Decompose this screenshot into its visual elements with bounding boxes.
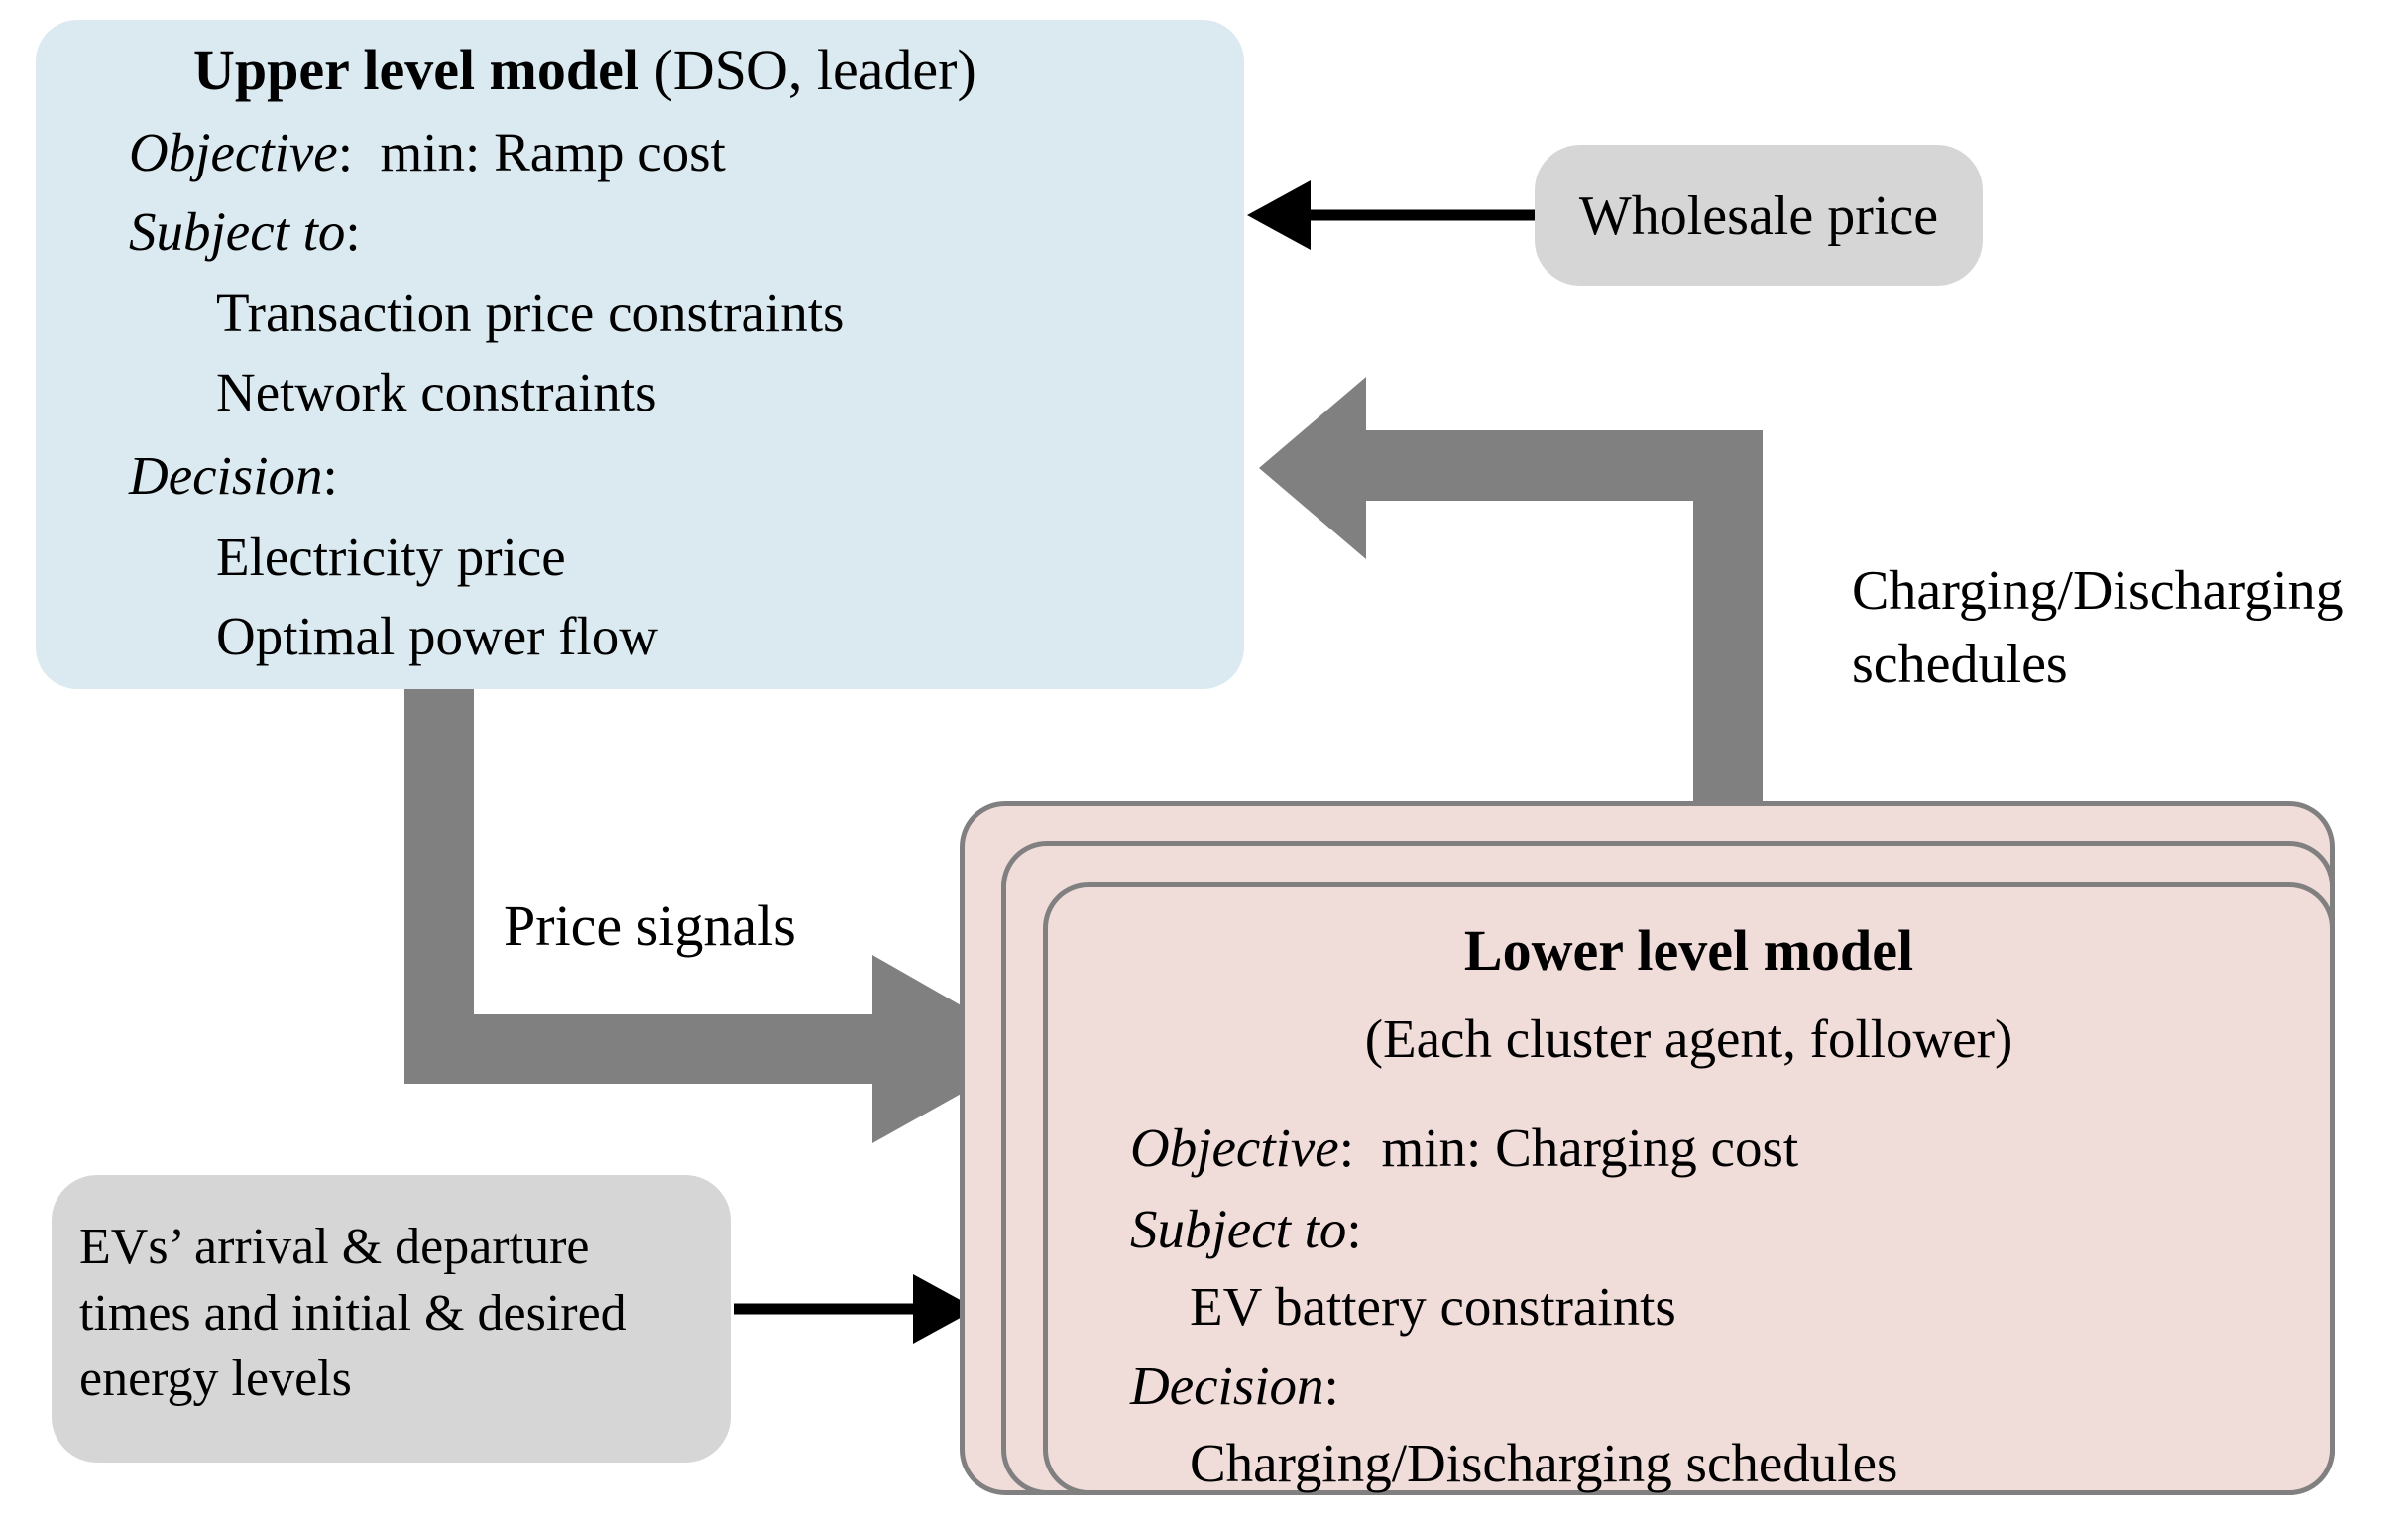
upper-decision-item: Electricity price xyxy=(216,527,566,587)
upper-level-title-rest: (DSO, leader) xyxy=(638,38,976,102)
lower-decision-row: Decision: xyxy=(1130,1358,1339,1413)
upper-constraint-item: Network constraints xyxy=(216,362,657,422)
upper-subject-to-colon: : xyxy=(345,201,361,262)
price-signals-label: Price signals xyxy=(504,893,796,958)
lower-level-title: Lower level model xyxy=(1463,918,1914,983)
wholesale-price-label: Wholesale price xyxy=(1578,185,1939,247)
lower-objective-row: Objective: min: Charging cost xyxy=(1130,1120,1798,1175)
lower-level-card-front xyxy=(1043,882,2335,1495)
upper-constraint-item: Transaction price constraints xyxy=(216,283,845,343)
upper-decision-item: Optimal power flow xyxy=(216,606,659,666)
ev-inputs-pill xyxy=(52,1175,731,1463)
upper-level-model-box xyxy=(36,20,1244,689)
upper-level-title: Upper level model (DSO, leader) xyxy=(193,42,976,99)
lower-decision-label: Decision xyxy=(1130,1355,1324,1416)
lower-level-subtitle: (Each cluster agent, follower) xyxy=(1364,1008,2013,1069)
lower-subject-to-row: Subject to: xyxy=(1130,1202,1362,1256)
upper-objective-row: Objective: min: Ramp cost xyxy=(129,125,726,179)
upper-decision-row: Decision: xyxy=(129,448,338,503)
lower-decision-colon: : xyxy=(1323,1355,1339,1416)
lower-subject-to-colon: : xyxy=(1346,1199,1362,1259)
upper-decision-colon: : xyxy=(322,445,338,506)
ev-inputs-label: EVs’ arrival & departure times and initi… xyxy=(79,1219,627,1408)
ev-inputs-to-lower-arrow xyxy=(734,1274,976,1344)
upper-to-lower-block-arrow xyxy=(404,687,1039,1143)
upper-subject-to-row: Subject to: xyxy=(129,204,361,259)
upper-objective-label: Objective xyxy=(129,122,338,182)
charging-discharging-schedules-label: Charging/Discharging schedules xyxy=(1852,560,2344,695)
wholesale-price-pill xyxy=(1535,145,1983,286)
lower-objective-value: : min: Charging cost xyxy=(1338,1117,1799,1178)
lower-subject-to-label: Subject to xyxy=(1130,1199,1347,1259)
lower-objective-label: Objective xyxy=(1130,1117,1339,1178)
upper-objective-value: : min: Ramp cost xyxy=(337,122,726,182)
lower-decision-item: Charging/Discharging schedules xyxy=(1190,1433,1898,1493)
lower-constraint-item: EV battery constraints xyxy=(1190,1276,1676,1337)
wholesale-to-upper-arrow xyxy=(1247,180,1538,250)
upper-subject-to-label: Subject to xyxy=(129,201,346,262)
upper-level-title-bold: Upper level model xyxy=(193,38,639,102)
upper-decision-label: Decision xyxy=(129,445,323,506)
